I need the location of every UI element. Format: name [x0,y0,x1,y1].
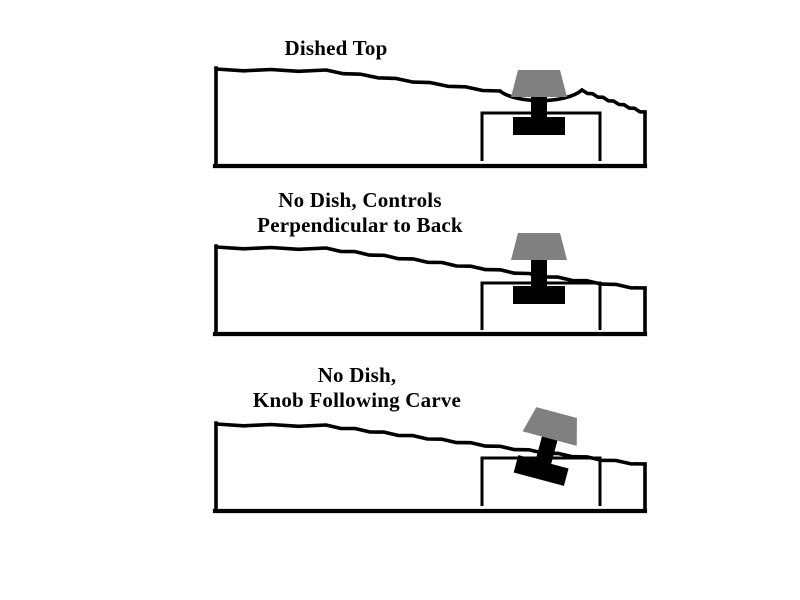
body-top-profile [214,245,647,290]
control-knob[interactable] [511,70,567,97]
panel-title-line: Dished Top [285,36,388,60]
knob-assembly[interactable] [511,70,567,135]
body-top-profile [214,67,502,93]
mounting-nut [513,117,565,135]
panel-title-line: No Dish, [318,363,397,387]
body-top-profile-right [580,88,647,114]
mounting-nut [513,455,569,486]
control-knob[interactable] [522,405,584,446]
panel-title-line: Perpendicular to Back [257,213,463,237]
panel-title-group-no-dish-knob-following-carve: No Dish,Knob Following Carve [253,363,461,412]
panel-title-line: No Dish, Controls [278,188,441,212]
panel-title-line: Knob Following Carve [253,388,461,412]
mounting-nut [513,286,565,304]
panel-dished-top: Dished Top [212,36,648,169]
panel-title-group-dished-top: Dished Top [285,36,388,60]
panel-no-dish-knob-following-carve: No Dish,Knob Following Carve [212,363,648,514]
control-knob[interactable] [511,233,567,260]
knob-assembly[interactable] [511,233,567,304]
knob-assembly[interactable] [512,405,584,486]
